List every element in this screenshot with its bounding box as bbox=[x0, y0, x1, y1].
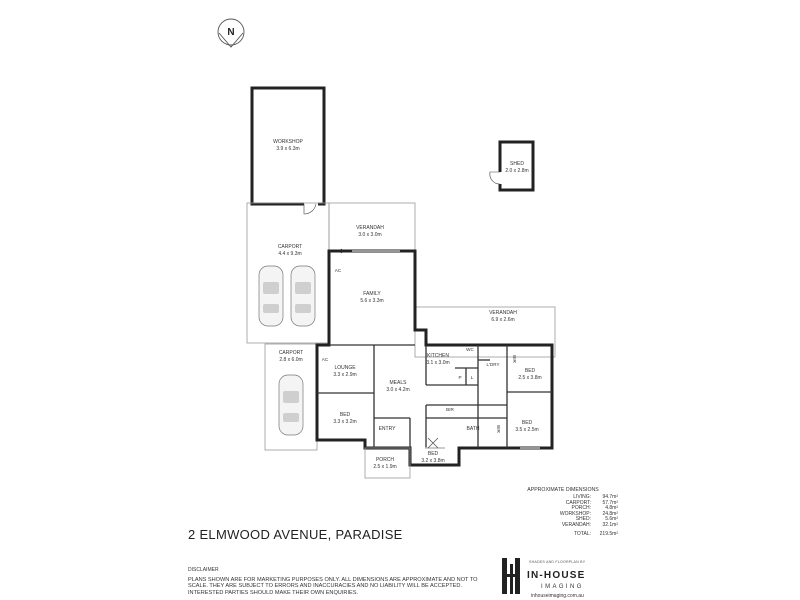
dimension-value: 24.8m² bbox=[602, 510, 618, 517]
workshop-label: WORKSHOP bbox=[273, 139, 303, 145]
dimension-row: WORKSHOP: 24.8m² bbox=[508, 510, 618, 518]
carport-main-dims: 4.4 x 9.3m bbox=[278, 251, 301, 257]
verandah-rear-dims: 3.0 x 3.0m bbox=[358, 232, 381, 238]
bed4-dims: 3.2 x 3.8m bbox=[421, 458, 444, 464]
disclaimer-text: PLANS SHOWN ARE FOR MARKETING PURPOSES O… bbox=[188, 577, 478, 596]
bed1-label: BED bbox=[340, 412, 351, 418]
bed2-label: BED bbox=[525, 368, 536, 374]
carport-main-label: CARPORT bbox=[278, 244, 302, 250]
dimension-total-value: 219.5m² bbox=[599, 530, 618, 537]
property-address: 2 ELMWOOD AVENUE, PARADISE bbox=[188, 527, 403, 542]
verandah-side-area bbox=[414, 306, 556, 358]
dimension-total-row: TOTAL: 219.5m² bbox=[508, 530, 618, 538]
dimension-row: SHED: 5.6m² bbox=[508, 517, 618, 523]
dimension-value: 32.1m² bbox=[602, 521, 618, 528]
dimension-value: 57.7m² bbox=[602, 499, 618, 506]
in-house-logo-icon bbox=[502, 558, 520, 594]
dimension-label: CARPORT: bbox=[565, 499, 591, 506]
car-icon bbox=[258, 265, 284, 327]
shed-dims: 2.0 x 2.8m bbox=[505, 168, 528, 174]
disclaimer-title: DISCLAIMER bbox=[188, 567, 219, 573]
workshop-dims: 3.9 x 6.3m bbox=[276, 146, 299, 152]
bed3-label: BED bbox=[522, 420, 533, 426]
porch-area bbox=[364, 447, 411, 479]
shed-room bbox=[489, 140, 535, 192]
verandah-rear-label: VERANDAH bbox=[356, 225, 384, 231]
ac-label: AC bbox=[335, 268, 342, 273]
dimension-row: VERANDAH: 32.1m² bbox=[508, 521, 618, 529]
approximate-dimensions-table: APPROXIMATE DIMENSIONS LIVING: 94.7m² CAR… bbox=[508, 487, 618, 537]
kitchen-label: KITCHEN bbox=[427, 353, 449, 359]
family-label: FAMILY bbox=[363, 291, 381, 297]
lounge-dims: 3.3 x 2.9m bbox=[333, 372, 356, 378]
porch-dims: 2.5 x 1.9m bbox=[373, 464, 396, 470]
entry-label: ENTRY bbox=[379, 426, 397, 432]
bed3-dims: 3.5 x 2.5m bbox=[515, 427, 538, 433]
compass-letter: N bbox=[227, 27, 234, 38]
kitchen-dims: 3.1 x 3.0m bbox=[426, 360, 449, 366]
dimension-row: CARPORT: 57.7m² bbox=[508, 499, 618, 507]
car-icon bbox=[290, 265, 316, 327]
dimension-row: PORCH: 4.8m² bbox=[508, 506, 618, 512]
brand-sub: IMAGING bbox=[541, 584, 584, 590]
north-compass-icon: N bbox=[217, 18, 245, 48]
linen-label: L bbox=[471, 375, 474, 380]
verandah-side-dims: 6.9 x 2.6m bbox=[491, 317, 514, 323]
dimension-row: LIVING: 94.7m² bbox=[508, 494, 618, 501]
bed1-dims: 3.3 x 3.2m bbox=[333, 419, 356, 425]
bir-label: BIR bbox=[496, 425, 501, 433]
lounge-label: LOUNGE bbox=[334, 365, 356, 371]
carport-side-dims: 2.8 x 6.0m bbox=[279, 357, 302, 363]
verandah-side-label: VERANDAH bbox=[489, 310, 517, 316]
family-dims: 5.6 x 3.3m bbox=[360, 298, 383, 304]
ldry-label: L'DRY bbox=[486, 362, 499, 367]
carport-side-label: CARPORT bbox=[279, 350, 303, 356]
bath-label: BATH bbox=[467, 426, 480, 432]
dimensions-heading: APPROXIMATE DIMENSIONS bbox=[527, 487, 599, 493]
dimension-total-label: TOTAL: bbox=[573, 530, 591, 537]
ac-label: AC bbox=[322, 357, 329, 362]
dimension-value: 5.6m² bbox=[605, 516, 618, 523]
car-icon bbox=[278, 374, 304, 436]
workshop-room bbox=[250, 86, 326, 215]
meals-label: MEALS bbox=[390, 380, 408, 386]
dimension-value: 4.8m² bbox=[605, 505, 618, 512]
meals-dims: 3.0 x 4.2m bbox=[386, 387, 409, 393]
dimension-label: VERANDAH: bbox=[561, 521, 591, 528]
dimension-label: LIVING: bbox=[573, 494, 591, 500]
brand-name: IN-HOUSE bbox=[527, 570, 586, 581]
bed2-dims: 2.5 x 3.8m bbox=[518, 375, 541, 381]
bir-label: BIR bbox=[512, 355, 517, 363]
shed-label: SHED bbox=[510, 161, 524, 167]
dimension-label: WORKSHOP: bbox=[559, 510, 591, 517]
dimension-label: SHED: bbox=[575, 516, 591, 523]
dimension-label: PORCH: bbox=[571, 505, 591, 512]
wc-label: WC bbox=[466, 347, 474, 352]
ceiling-fan-icon bbox=[427, 437, 439, 449]
brand-caption: SHADES AND FLOORPLAN BY bbox=[529, 560, 586, 564]
bir-label: BIR bbox=[446, 407, 454, 412]
dimension-value: 94.7m² bbox=[602, 494, 618, 500]
bed4-label: BED bbox=[428, 451, 439, 457]
porch-label: PORCH bbox=[376, 457, 394, 463]
pantry-label: P bbox=[458, 375, 461, 380]
house-walls bbox=[315, 249, 554, 467]
brand-website: inhouseimaging.com.au bbox=[531, 593, 584, 599]
